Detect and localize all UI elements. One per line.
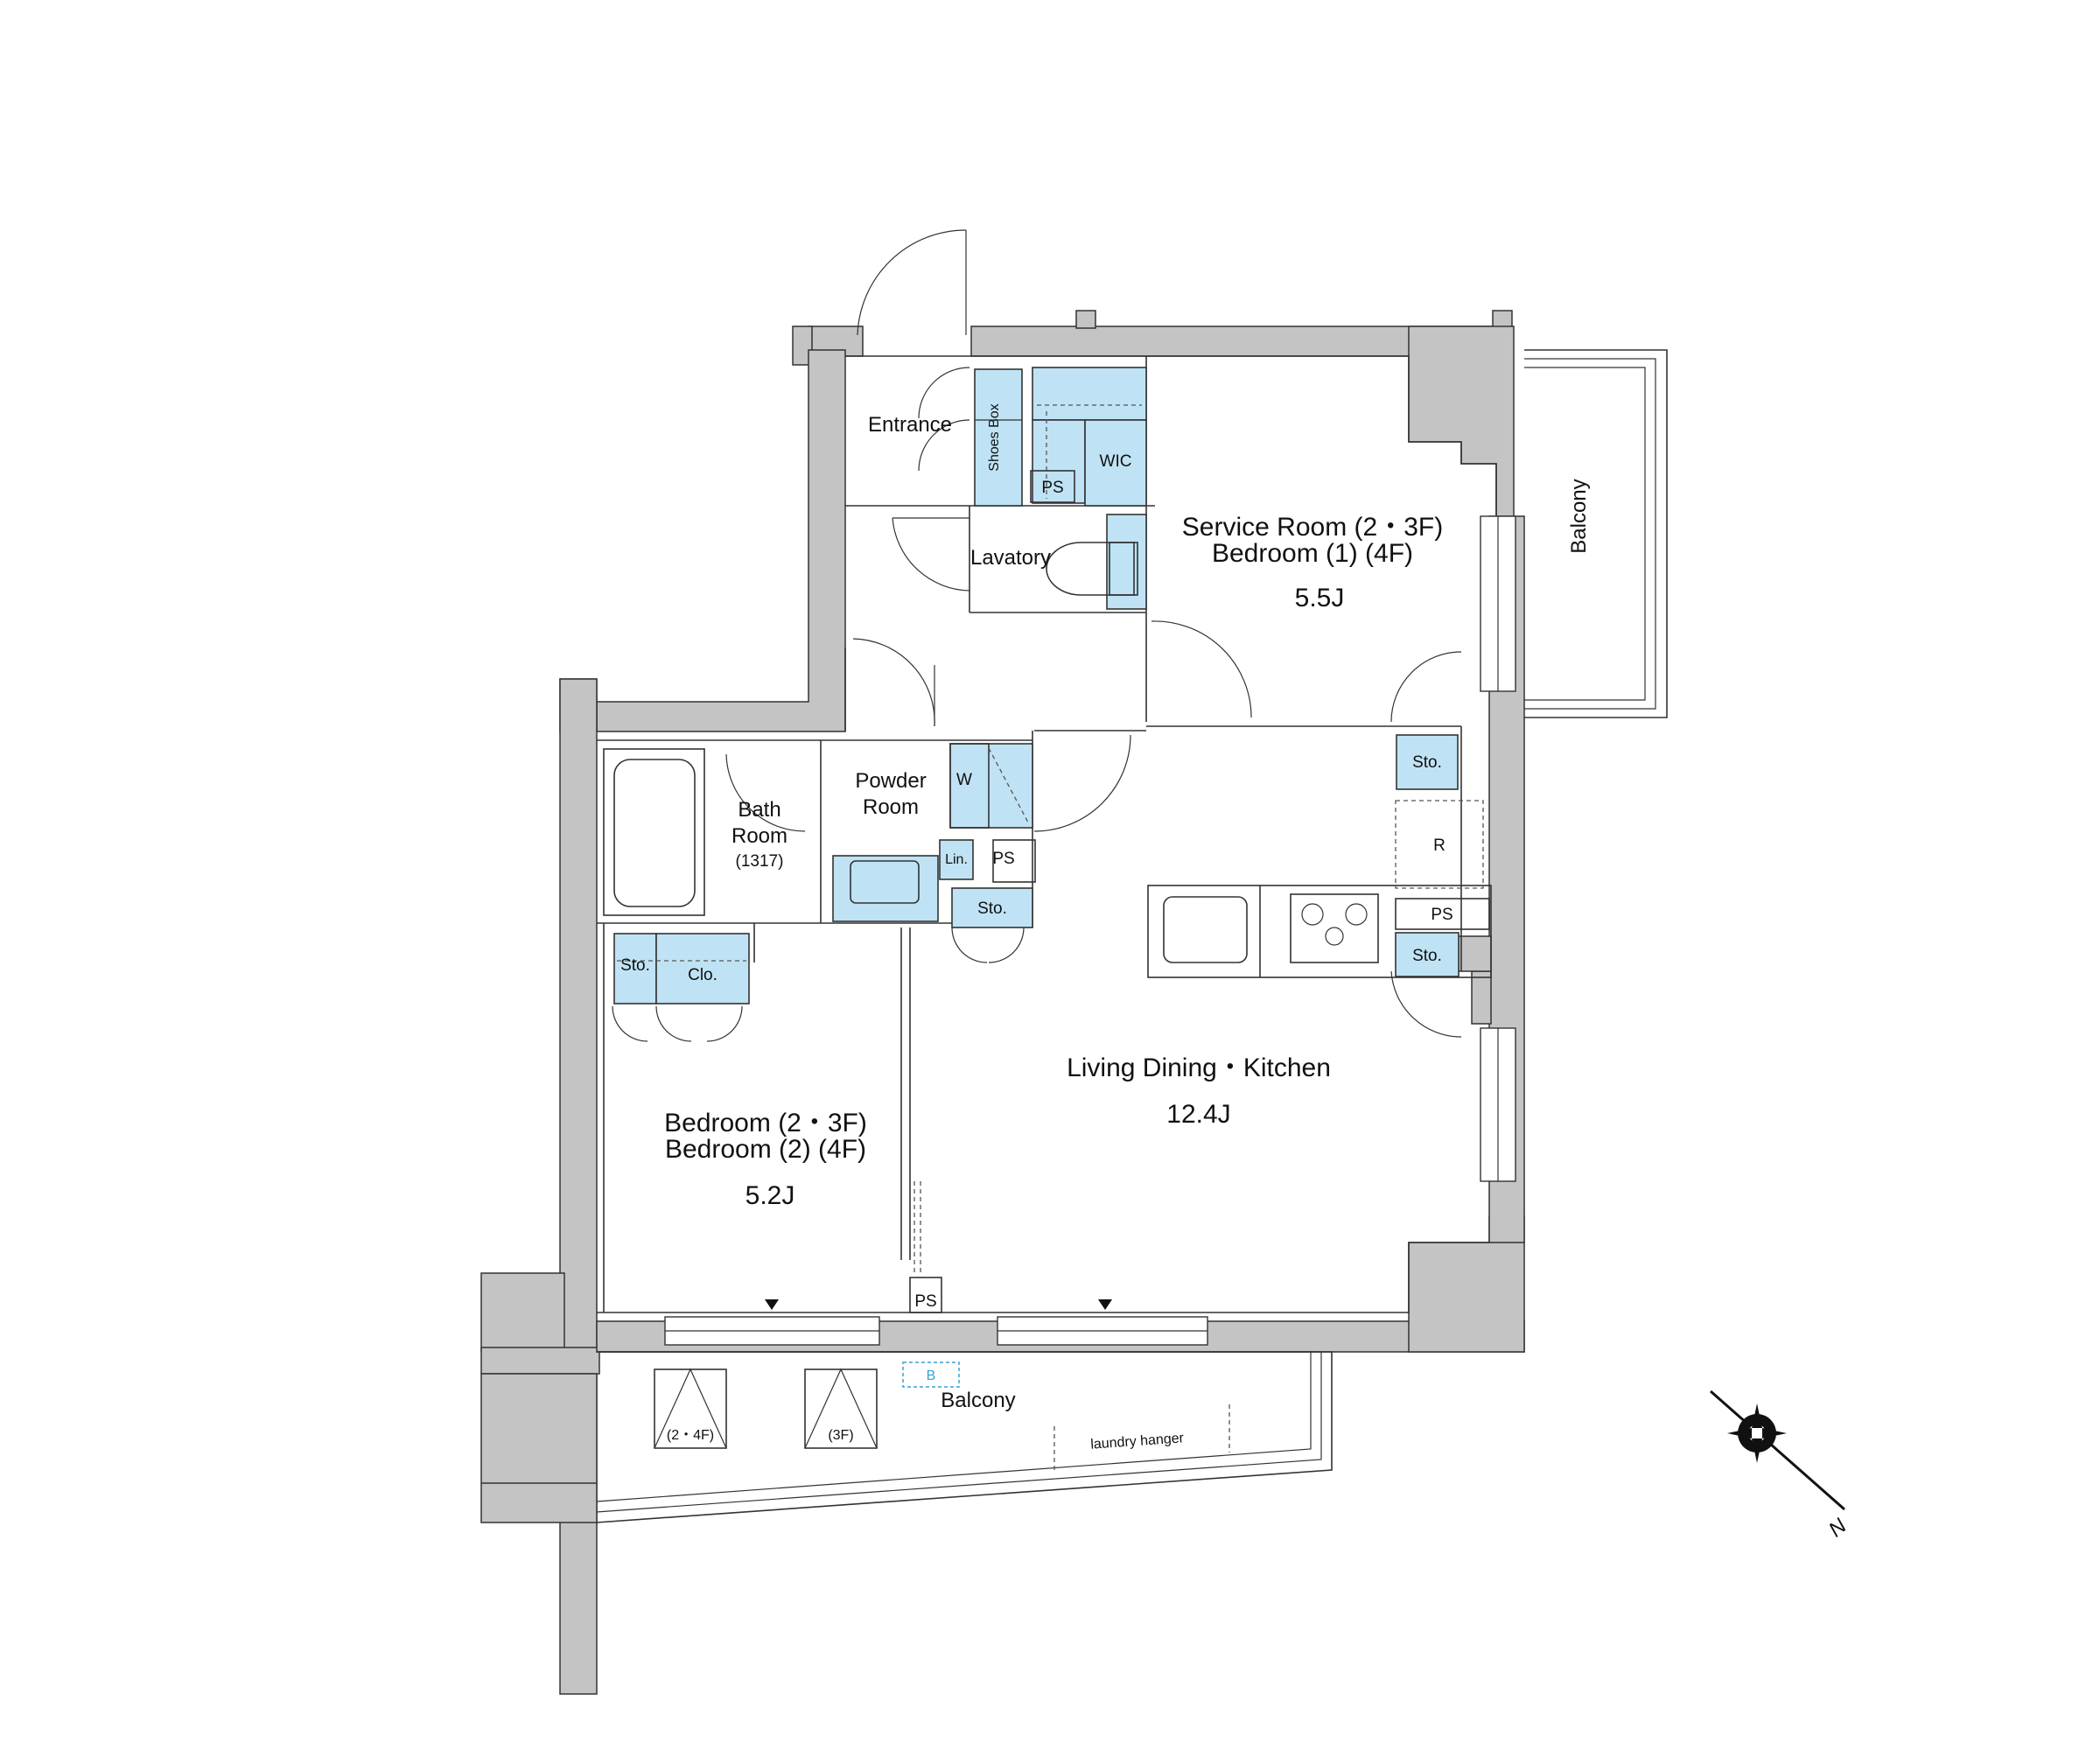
sto-label-service: Sto. (1412, 753, 1442, 772)
sto-label-powder: Sto. (977, 900, 1007, 918)
hatch-3f-label: (3F) (828, 1428, 853, 1443)
balcony-east (1524, 349, 1668, 718)
balcony-south-label: Balcony (941, 1389, 1015, 1412)
closet-label: Clo. (688, 966, 718, 984)
bedroom-size: 5.2J (746, 1181, 795, 1210)
bath-room-label-1: Bath (738, 798, 780, 822)
ps-label-powder: PS (992, 850, 1014, 868)
powder-room-label-1: Powder (855, 769, 926, 793)
interior-walls (597, 355, 1497, 1313)
ldk-label: Living Dining・Kitchen (1067, 1054, 1331, 1082)
linen-label: Lin. (945, 852, 968, 867)
hatch-24f-label: (2・4F) (667, 1428, 714, 1443)
service-room-size: 5.5J (1295, 584, 1345, 612)
north-compass (1710, 1390, 1845, 1511)
ps-label-entrance: PS (1041, 479, 1063, 497)
wic-label: WIC (1100, 452, 1132, 471)
refrigerator-label: R (1433, 836, 1446, 855)
shoes-box-label: Shoes Box (987, 403, 1002, 471)
sto-label-bedroom: Sto. (620, 956, 650, 975)
service-room-label: Service Room (2・3F) (1182, 513, 1443, 542)
door-swings (612, 229, 1462, 1042)
bath-room-label-2: Room (732, 824, 788, 848)
ldk-size: 12.4J (1166, 1100, 1230, 1129)
north-label: N (1824, 1514, 1852, 1542)
bedroom1-label: Bedroom (1) (4F) (1212, 539, 1413, 568)
washer-label: W (956, 771, 972, 789)
lavatory-label: Lavatory (970, 546, 1051, 570)
bath-size-label: (1317) (736, 852, 784, 871)
entrance-label: Entrance (868, 413, 952, 437)
ps-label-kitchen: PS (1431, 906, 1452, 924)
balcony-east-label: Balcony (1567, 479, 1591, 553)
ps-label-bedroom: PS (914, 1292, 936, 1311)
laundry-hanger-label: laundry hanger (1090, 1431, 1185, 1452)
bedroom-label-1: Bedroom (2・3F) (664, 1109, 867, 1138)
fixtures (603, 367, 1490, 1313)
b-mark-label: B (927, 1368, 936, 1383)
sto-label-ldk: Sto. (1412, 947, 1442, 965)
powder-room-label-2: Room (863, 795, 919, 819)
bedroom-label-2: Bedroom (2) (4F) (665, 1135, 866, 1164)
windows (664, 515, 1516, 1346)
balcony-south (480, 1351, 1333, 1523)
room-labels: Entrance Shoes Box WIC PS Lavatory Servi… (620, 403, 1852, 1542)
